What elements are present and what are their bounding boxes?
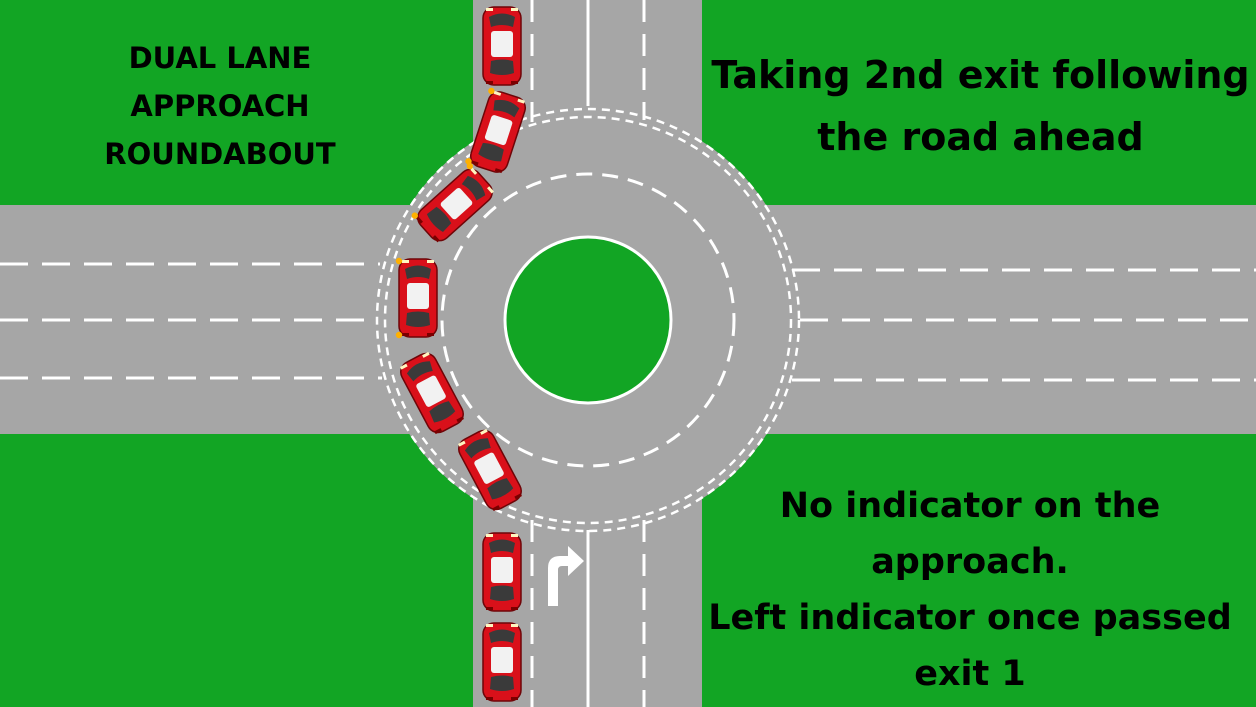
north-arm-markings <box>530 0 646 122</box>
indicator-note: No indicator on the approach. Left indic… <box>705 478 1235 702</box>
right-turn-arrow-icon <box>548 546 584 606</box>
manoeuvre-heading: Taking 2nd exit following the road ahead <box>705 44 1256 168</box>
diagram-title: DUAL LANE APPROACH ROUNDABOUT <box>60 34 380 178</box>
title-line: DUAL LANE <box>128 41 312 75</box>
car-circle-2 <box>395 257 438 339</box>
outer-give-way-marking <box>375 107 801 533</box>
note-line: No indicator on the <box>779 486 1161 526</box>
west-arm-markings <box>0 262 382 380</box>
car-top-1 <box>482 6 522 86</box>
heading-line: the road ahead <box>817 115 1144 159</box>
east-arm-markings <box>792 268 1256 382</box>
inner-lane-marking <box>440 172 736 468</box>
title-line: APPROACH <box>130 89 310 123</box>
heading-line: Taking 2nd exit following <box>711 53 1250 97</box>
title-line: ROUNDABOUT <box>104 137 336 171</box>
note-line: exit 1 <box>914 654 1026 694</box>
note-line: approach. <box>871 542 1069 582</box>
note-line: Left indicator once passed <box>708 598 1232 638</box>
south-arm-markings <box>530 520 646 707</box>
central-island <box>503 235 673 405</box>
car-bottom-2 <box>482 622 522 702</box>
car-bottom-1 <box>482 532 522 612</box>
outer-give-way-marking-2 <box>383 115 793 525</box>
